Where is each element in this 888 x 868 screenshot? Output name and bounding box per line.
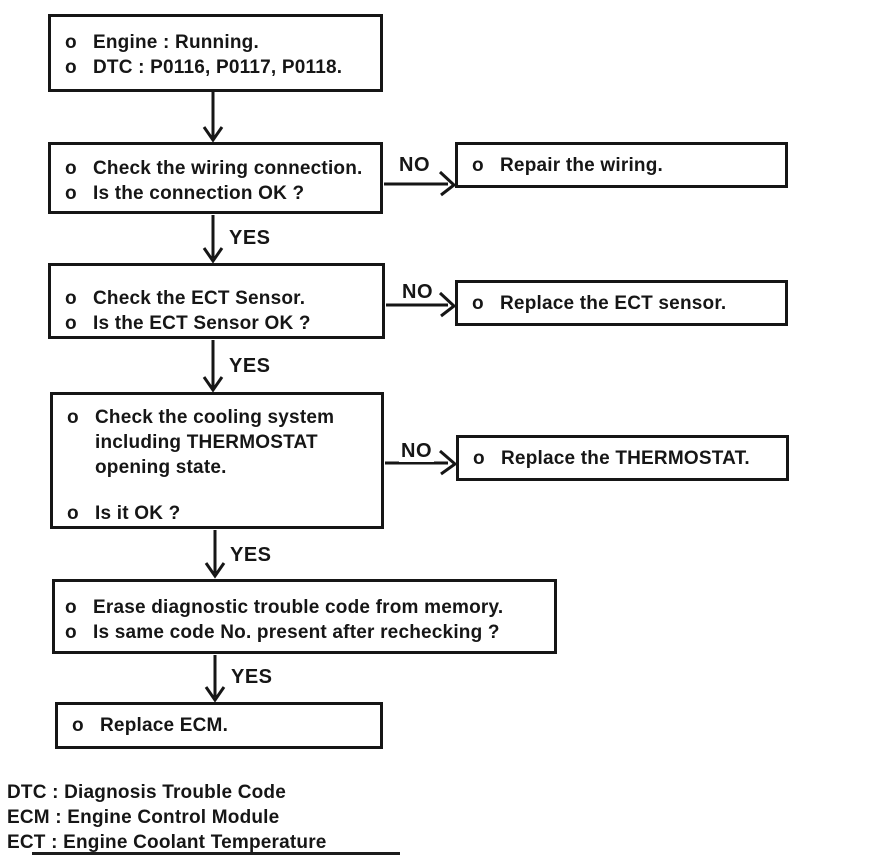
bullet: o xyxy=(65,597,77,618)
node-text: Is the connection OK ? xyxy=(93,183,305,204)
node-line: o Repair the wiring. xyxy=(472,153,779,178)
node-line: o Check the wiring connection. xyxy=(65,156,374,181)
node-replace-ecm: o Replace ECM. xyxy=(55,702,383,749)
yes-label-1: YES xyxy=(227,227,273,249)
no-label-2: NO xyxy=(400,281,435,303)
node-line: o Replace the THERMOSTAT. xyxy=(473,446,780,471)
bullet: o xyxy=(472,154,484,176)
bullet: o xyxy=(65,288,77,309)
node-line: o Is it OK ? xyxy=(67,501,375,526)
node-line: o Is the connection OK ? xyxy=(65,181,374,206)
node-line: o Replace ECM. xyxy=(72,713,374,738)
bullet: o xyxy=(67,407,79,428)
node-text: opening state. xyxy=(95,457,227,478)
legend-line-dtc: DTC : Diagnosis Trouble Code xyxy=(7,782,287,803)
bullet: o xyxy=(72,715,84,736)
node-line: o Is the ECT Sensor OK ? xyxy=(65,311,376,336)
abbreviation-legend: DTC : Diagnosis Trouble Code ECM : Engin… xyxy=(7,780,327,855)
bullet: o xyxy=(473,447,485,469)
no-label-3: NO xyxy=(399,440,434,462)
node-check-ect: o Check the ECT Sensor. o Is the ECT Sen… xyxy=(48,263,385,339)
arrowhead-down-5 xyxy=(204,686,226,703)
node-repair-wiring: o Repair the wiring. xyxy=(455,142,788,188)
node-text: Check the cooling system xyxy=(95,407,335,428)
bullet: o xyxy=(67,503,79,524)
scan-artifact-line xyxy=(32,852,400,855)
yes-label-3: YES xyxy=(228,544,274,566)
arrowhead-down-2 xyxy=(202,247,224,264)
node-text: DTC : P0116, P0117, P0118. xyxy=(93,57,343,78)
node-text: Is it OK ? xyxy=(95,503,181,524)
bullet: o xyxy=(65,622,77,643)
node-line: o Check the cooling system xyxy=(67,405,375,430)
node-start: o Engine : Running. o DTC : P0116, P0117… xyxy=(48,14,383,92)
node-line: o DTC : P0116, P0117, P0118. xyxy=(65,55,374,80)
node-text: Repair the wiring. xyxy=(500,154,664,176)
yes-label-2: YES xyxy=(227,355,273,377)
node-text: Erase diagnostic trouble code from memor… xyxy=(93,597,504,618)
node-text: Check the wiring connection. xyxy=(93,158,363,179)
node-line: o Is same code No. present after recheck… xyxy=(65,620,548,645)
arrowhead-right-3 xyxy=(439,449,458,476)
bullet: o xyxy=(65,183,77,204)
node-line: o Check the ECT Sensor. xyxy=(65,286,376,311)
bullet: o xyxy=(472,292,484,314)
node-line: opening state. xyxy=(67,455,375,480)
node-text: Replace the THERMOSTAT. xyxy=(501,447,750,469)
bullet: o xyxy=(65,57,77,78)
no-label-1: NO xyxy=(397,154,432,176)
node-text: Replace the ECT sensor. xyxy=(500,292,727,314)
arrowhead-right-1 xyxy=(438,170,457,197)
node-line: o Engine : Running. xyxy=(65,30,374,55)
arrowhead-right-2 xyxy=(438,291,457,318)
node-line: including THERMOSTAT xyxy=(67,430,375,455)
arrowhead-down-1 xyxy=(202,126,224,143)
legend-line-ect: ECT : Engine Coolant Temperature xyxy=(7,832,327,853)
node-check-cooling: o Check the cooling system including THE… xyxy=(50,392,384,529)
legend-line-ecm: ECM : Engine Control Module xyxy=(7,807,280,828)
bullet: o xyxy=(65,158,77,179)
node-check-wiring: o Check the wiring connection. o Is the … xyxy=(48,142,383,214)
node-text: Is the ECT Sensor OK ? xyxy=(93,313,311,334)
node-text: Engine : Running. xyxy=(93,32,259,53)
node-text: Check the ECT Sensor. xyxy=(93,288,306,309)
bullet: o xyxy=(65,313,77,334)
yes-label-4: YES xyxy=(229,666,275,688)
node-text: including THERMOSTAT xyxy=(95,432,318,453)
node-replace-thermostat: o Replace the THERMOSTAT. xyxy=(456,435,789,481)
node-replace-ect: o Replace the ECT sensor. xyxy=(455,280,788,326)
node-erase-dtc: o Erase diagnostic trouble code from mem… xyxy=(52,579,557,654)
node-line: o Replace the ECT sensor. xyxy=(472,291,779,316)
node-text: Replace ECM. xyxy=(100,715,229,736)
arrowhead-down-4 xyxy=(204,562,226,579)
arrowhead-down-3 xyxy=(202,376,224,393)
bullet: o xyxy=(65,32,77,53)
node-text: Is same code No. present after recheckin… xyxy=(93,622,500,643)
node-line: o Erase diagnostic trouble code from mem… xyxy=(65,595,548,620)
